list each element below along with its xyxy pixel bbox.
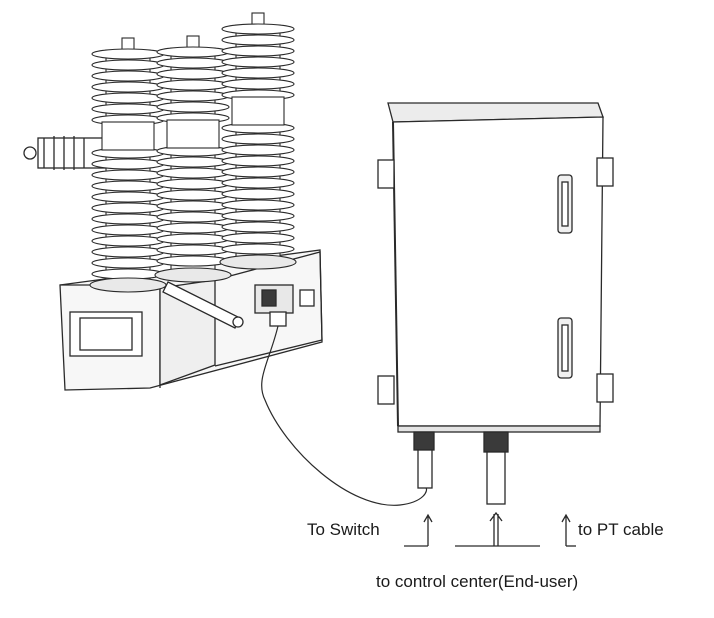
up-arrow-icon — [561, 513, 576, 547]
insulator-columns — [89, 12, 297, 293]
label-to-control-center: to control center(End-user) — [376, 572, 579, 591]
insulator-column — [219, 12, 297, 270]
label-to-switch: To Switch — [307, 520, 380, 539]
insulator-column — [154, 35, 232, 283]
up-arrow-icon — [455, 511, 540, 547]
control-cabinet — [377, 102, 614, 505]
up-arrow-icon — [404, 513, 433, 547]
control-wire — [261, 325, 428, 506]
label-to-pt-cable: to PT cable — [578, 520, 664, 539]
insulator-column — [89, 37, 167, 293]
